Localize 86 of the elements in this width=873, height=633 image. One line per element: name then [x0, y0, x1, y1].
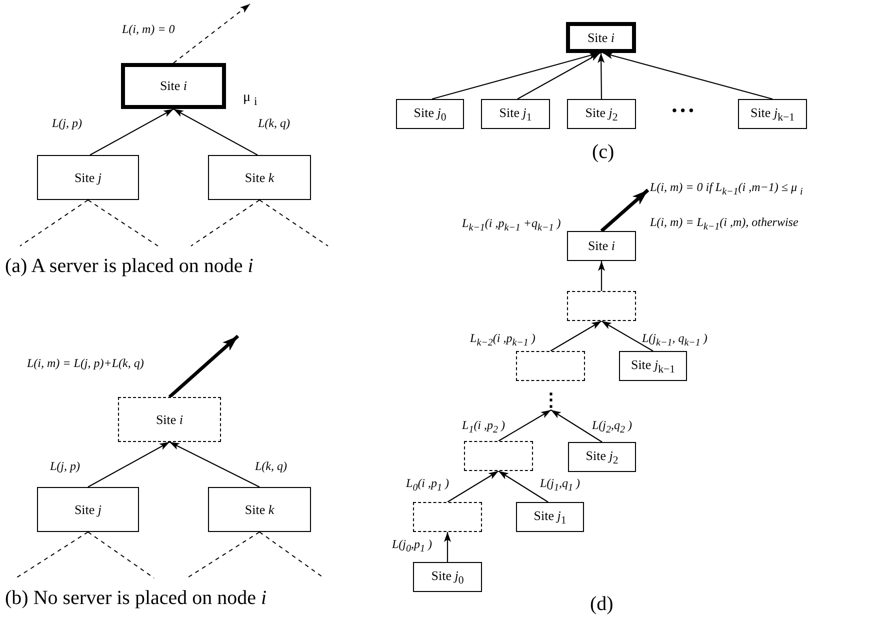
site-box: [516, 502, 584, 532]
edge-label: L(j, p): [50, 459, 80, 473]
site-box: [208, 155, 311, 200]
dashed-line: [88, 532, 154, 578]
dashed-box: [567, 291, 636, 321]
dashed-box: [464, 441, 533, 471]
dashed-line: [16, 532, 88, 578]
edge-label: L(j, p): [52, 116, 82, 130]
edge-label: L(j$_{0}$,p$_{1}$ ): [392, 537, 432, 556]
node-label: Site i: [156, 412, 184, 428]
node-label: Site i: [587, 30, 615, 46]
site-box: [208, 487, 311, 532]
site-box: [413, 562, 482, 592]
dashed-site-box: [118, 397, 221, 442]
edge-label: L(k, q): [258, 116, 290, 130]
arrow: [173, 108, 258, 156]
arrow: [169, 442, 260, 488]
dashed-box: [413, 502, 482, 532]
caption: (c): [592, 144, 614, 160]
site-box: [37, 487, 139, 532]
arrow: [517, 52, 600, 100]
dashed-line: [259, 532, 324, 578]
arrow: [550, 320, 602, 352]
site-box: [567, 99, 636, 129]
node-label: Site j$_{k−1}$: [630, 356, 676, 376]
node-label: Site j$_{1}$: [534, 508, 566, 526]
edge-label: L$_{1}$(i ,p$_{2}$ ): [462, 418, 506, 438]
arrow: [90, 108, 174, 156]
arrow: [432, 52, 600, 100]
arrow: [447, 470, 499, 502]
node-label: Site j$_{2}$: [585, 104, 618, 124]
node-label: Site k: [244, 502, 274, 518]
arrow: [598, 53, 605, 99]
node-label: Site j$_{k−1}$: [750, 104, 795, 124]
dashed-line: [259, 200, 328, 246]
caption: (b) No server is placed on node i: [5, 590, 267, 606]
edge-label: L(j$_{k−1}$, q$_{k−1}$ ): [642, 331, 708, 350]
edge-label: L(i, m) = L(j, p)+L(k, q): [27, 356, 144, 370]
thick-arrow: [168, 334, 240, 398]
site-box: [37, 155, 139, 200]
ellipsis: • • •: [672, 104, 694, 120]
dashed-line: [190, 200, 260, 246]
dashed-arrow: [173, 4, 250, 64]
formula: L(i, m) = L$_{k−1}$(i ,m), otherwise: [650, 214, 798, 232]
caption: (d): [590, 596, 614, 612]
arrow: [444, 532, 451, 562]
arrow: [601, 320, 654, 352]
site-box: [396, 99, 464, 129]
dashed-box: [516, 351, 585, 381]
site-box: [738, 99, 807, 129]
edge-label: L(j$_{1}$,q$_{1}$ ): [540, 476, 580, 496]
edge-label: L$_{k−1}$(i ,p$_{k−1}$ +q$_{k−1}$ ): [462, 216, 561, 236]
node-label: Site j: [74, 170, 102, 186]
dashed-line: [88, 200, 158, 246]
edge-label: L$_{0}$(i ,p$_{1}$ ): [406, 476, 450, 496]
edge-label: L(j$_{2}$,q$_{2}$ ): [592, 418, 632, 438]
arrow: [602, 52, 773, 100]
site-box: [568, 442, 636, 472]
node-label: Site j$_{2}$: [586, 448, 618, 466]
arrow: [598, 261, 605, 291]
node-label: Site i: [160, 78, 188, 94]
arrow: [498, 410, 552, 442]
edge-label: L$_{k−2}$(i ,p$_{k−1}$ ): [470, 331, 536, 350]
capacity-label: μ $_{i}$: [243, 90, 258, 110]
site-box: [121, 63, 226, 109]
node-label: Site j$_{1}$: [499, 104, 532, 124]
arrow: [88, 442, 170, 488]
arrow: [550, 410, 602, 442]
edge-label: L(k, q): [255, 459, 287, 473]
site-box: [567, 231, 636, 261]
node-label: Site k: [244, 170, 274, 186]
caption: (a) A server is placed on node i: [5, 258, 254, 274]
thick-arrow: [600, 188, 650, 232]
edge-label: L(i, m) = 0: [122, 22, 175, 36]
node-label: Site j$_{0}$: [431, 568, 464, 586]
node-label: Site j: [74, 502, 102, 518]
node-label: Site j$_{0}$: [414, 104, 446, 124]
site-box: [566, 22, 636, 53]
formula: L(i, m) = 0 if L$_{k−1}$(i ,m−1) ≤ μ $_{i}$: [650, 180, 803, 198]
node-label: Site i: [588, 238, 616, 254]
dashed-line: [186, 532, 260, 578]
arrow: [498, 470, 548, 502]
site-box: [619, 351, 687, 381]
site-box: [481, 99, 550, 129]
dashed-line: [20, 200, 88, 246]
node-label: ⋮: [542, 389, 560, 411]
